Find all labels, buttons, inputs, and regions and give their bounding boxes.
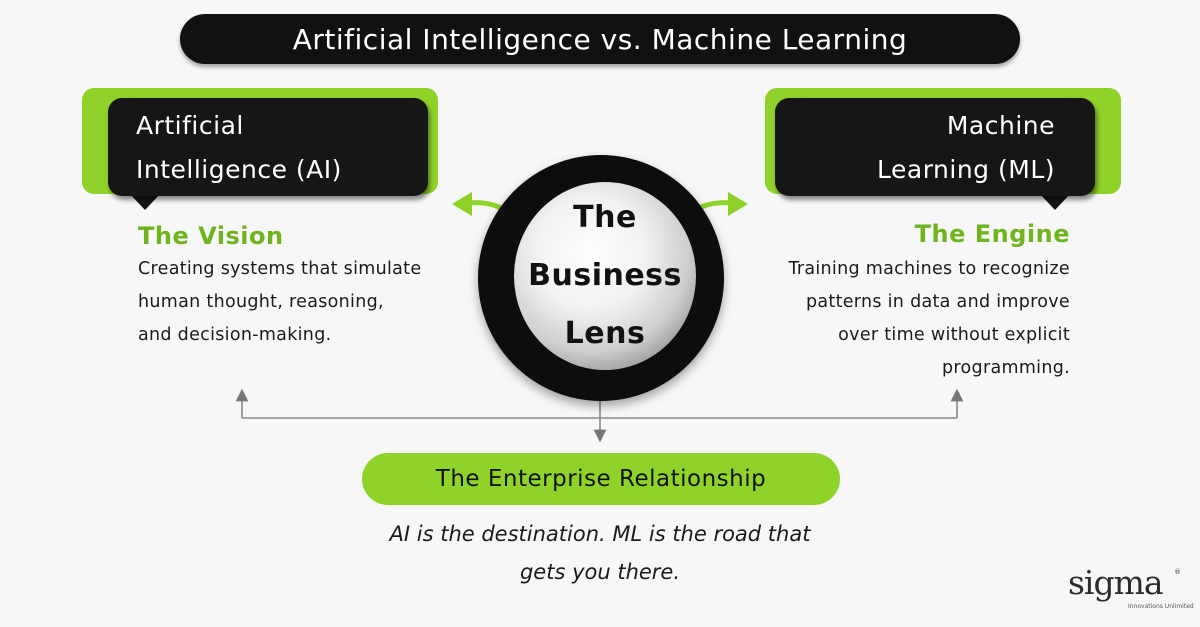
- ml-desc-line: over time without explicit: [838, 325, 1070, 345]
- ml-desc-line: Training machines to recognize: [788, 259, 1070, 279]
- ai-card-pointer: [128, 192, 162, 210]
- sigma-logo: sigma: [1068, 563, 1164, 602]
- ai-card-title-line1: Artificial: [136, 111, 244, 140]
- logo-tagline: Innovations Unlimited: [1128, 603, 1194, 610]
- ml-subheading: The Engine: [914, 220, 1070, 248]
- ai-desc-line: and decision-making.: [138, 325, 332, 345]
- ai-desc-line: human thought, reasoning,: [138, 292, 384, 312]
- ml-desc-line: patterns in data and improve: [805, 292, 1070, 312]
- title-banner: Artificial Intelligence vs. Machine Lear…: [180, 14, 1020, 64]
- lens-line: Business: [528, 258, 682, 293]
- ml-card: Machine Learning (ML): [775, 98, 1095, 196]
- ai-card-title-line2: Intelligence (AI): [136, 155, 342, 184]
- page-title: Artificial Intelligence vs. Machine Lear…: [292, 22, 908, 56]
- left-green-arrowhead: [452, 192, 472, 216]
- ai-desc-line: Creating systems that simulate: [138, 259, 422, 279]
- lens-line: The: [573, 200, 637, 235]
- lens-line: Lens: [564, 316, 646, 351]
- ml-desc-line: programming.: [942, 358, 1070, 378]
- logo-registered-mark: ®: [1174, 568, 1181, 576]
- right-green-arrowhead: [728, 192, 748, 216]
- enterprise-relationship-pill: The Enterprise Relationship: [362, 453, 840, 505]
- ml-card-title-line1: Machine: [946, 111, 1055, 140]
- ml-card-pointer: [1038, 192, 1072, 210]
- ml-card-title-line2: Learning (ML): [877, 155, 1055, 184]
- ai-subheading: The Vision: [138, 222, 284, 250]
- tagline-line: AI is the destination. ML is the road th…: [389, 522, 811, 546]
- ai-card: Artificial Intelligence (AI): [108, 98, 428, 196]
- business-lens: The Business Lens: [514, 182, 696, 370]
- ai-description: Creating systems that simulate human tho…: [138, 253, 421, 352]
- tagline-line: gets you there.: [519, 560, 681, 584]
- enterprise-relationship-label: The Enterprise Relationship: [435, 466, 767, 492]
- ml-description: Training machines to recognize patterns …: [788, 253, 1070, 385]
- relationship-tagline: AI is the destination. ML is the road th…: [300, 515, 900, 591]
